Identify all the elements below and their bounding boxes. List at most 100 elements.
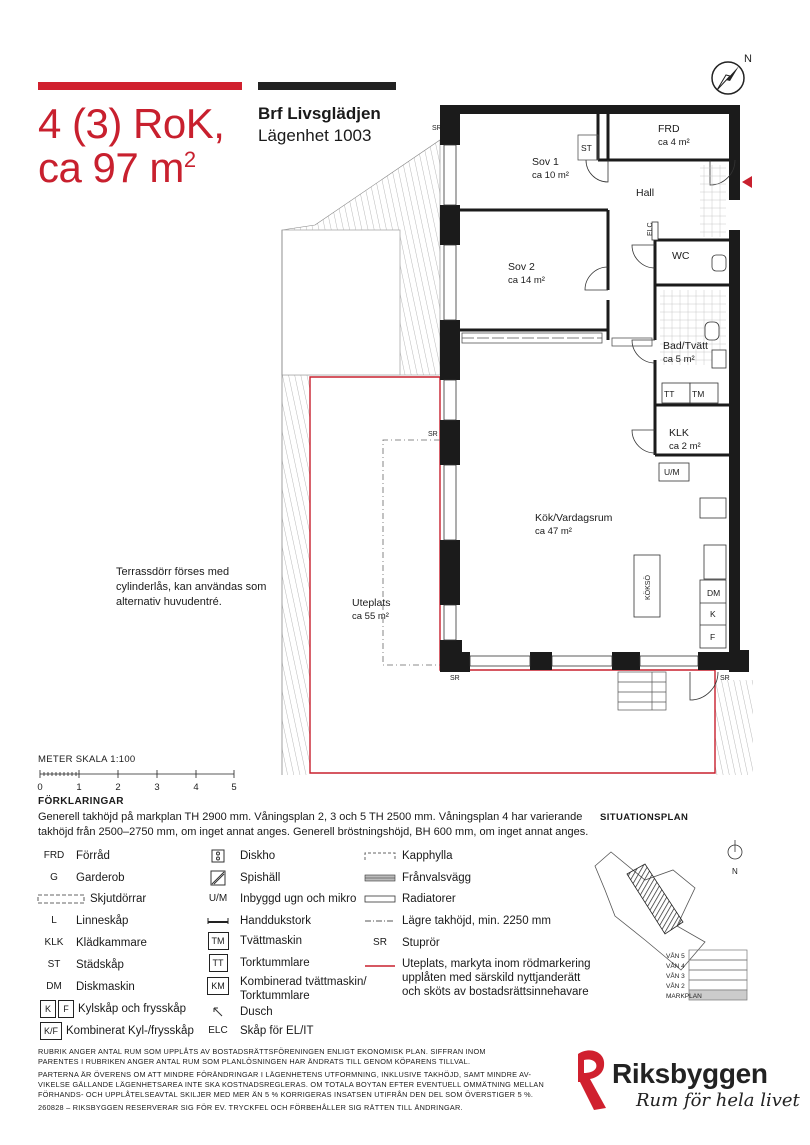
scale-tick-5: 5 xyxy=(231,782,236,793)
stove-icon xyxy=(200,870,236,886)
rooms-line: 4 (3) RoK, xyxy=(38,100,225,147)
fixtures xyxy=(633,221,727,649)
removable-wall-icon xyxy=(362,871,398,885)
compass-north-label: N xyxy=(744,53,752,65)
legend-klk: KLK Klädkammare xyxy=(44,937,147,949)
explanations-title: FÖRKLARINGAR xyxy=(38,796,124,807)
label-sr-4: SR xyxy=(720,675,730,682)
room-frd-area: ca 4 m² xyxy=(658,137,690,148)
label-tm: TM xyxy=(692,389,704,399)
legend-dm: DM Diskmaskin xyxy=(46,981,135,993)
situation-plan: N VÅN 5 VÅN 4 VÅN 3 VÅN 2 MARKPLAN xyxy=(594,840,748,1001)
bath-toilet-icon xyxy=(704,321,720,341)
room-sov1-area: ca 10 m² xyxy=(532,170,569,181)
scale-tick-2: 2 xyxy=(115,782,120,793)
level-3: VÅN 3 xyxy=(666,971,685,980)
room-klk-name: KLK xyxy=(669,427,689,439)
label-f: F xyxy=(710,632,715,642)
label-sr-2: SR xyxy=(428,431,438,438)
situation-plan-title: SITUATIONSPLAN xyxy=(600,812,689,823)
apartment-type-title: 4 (3) RoK, ca 97 m2 xyxy=(38,100,225,191)
level-5: VÅN 5 xyxy=(666,951,685,960)
level-markplan: MARKPLAN xyxy=(666,993,702,1000)
entrance-arrow-icon xyxy=(742,176,752,188)
legend-um: U/M Inbyggd ugn och mikro xyxy=(208,893,357,905)
association-name: Brf Livsglädjen xyxy=(258,104,381,123)
label-k: K xyxy=(710,609,716,619)
stove-icon xyxy=(703,544,727,580)
floor-plan: FRD ca 4 m² Sov 1 ca 10 m² Hall Sov 2 ca… xyxy=(281,105,753,775)
brand-name: Riksbyggen xyxy=(612,1058,768,1089)
kitchen-island xyxy=(633,554,661,618)
terrace-door-note: Terrassdörr förses med cylinderlås, kan … xyxy=(116,566,267,608)
uteplats-area: ca 55 m² xyxy=(352,611,389,622)
shower-icon xyxy=(200,1005,236,1019)
room-sov2-name: Sov 2 xyxy=(508,261,535,273)
scale-title: METER SKALA 1:100 xyxy=(38,754,136,765)
legend-diskho: Diskho xyxy=(200,849,275,863)
fineprint-1: RUBRIK ANGER ANTAL RUM SOM UPPLÅTS AV BO… xyxy=(38,1047,486,1066)
fridge-freezer-column xyxy=(699,579,727,649)
scale-tick-1: 1 xyxy=(76,782,81,793)
label-elc: ELC xyxy=(647,222,654,236)
area-line: ca 97 m2 xyxy=(38,144,196,191)
legend-km: KM Kombinerad tvättmaskin/Torktummlare xyxy=(200,975,367,1003)
legend-g: G Garderob xyxy=(50,872,125,884)
fineprint-3: 260828 – RIKSBYGGEN RESERVERAR SIG FÖR E… xyxy=(38,1103,463,1112)
room-hall-name: Hall xyxy=(636,187,654,199)
riksbyggen-logo-icon xyxy=(578,1050,606,1110)
coat-rack-icon xyxy=(362,849,398,863)
legend-franvalsvagg: Frånvalsvägg xyxy=(362,871,471,885)
entrance-steps xyxy=(617,671,667,711)
room-bad-name: Bad/Tvätt xyxy=(663,340,708,352)
hall-tiles xyxy=(700,165,726,237)
room-sov1-name: Sov 1 xyxy=(532,156,559,168)
door-swings xyxy=(584,159,736,701)
room-bad-area: ca 5 m² xyxy=(663,354,695,365)
sliding-door-symbol-icon xyxy=(36,892,86,906)
towel-rail-icon xyxy=(200,914,236,928)
situation-north-label: N xyxy=(732,867,738,876)
compass-icon: N xyxy=(711,53,752,95)
room-klk-area: ca 2 m² xyxy=(669,441,701,452)
scale-bar: 0 1 2 3 4 5 xyxy=(37,770,237,793)
lower-ceiling-line xyxy=(382,439,440,666)
legend-tt: TT Torktummlare xyxy=(200,954,310,972)
scale-tick-3: 3 xyxy=(154,782,159,793)
header-bar-black xyxy=(258,82,396,90)
level-2: VÅN 2 xyxy=(666,981,685,990)
legend-elc: ELC Skåp för EL/IT xyxy=(208,1025,314,1037)
wc-toilet-icon xyxy=(711,254,727,272)
legend-frd: FRD Förråd xyxy=(43,850,110,862)
room-kok-name: Kök/Vardagsrum xyxy=(535,512,613,524)
label-um: U/M xyxy=(664,467,680,477)
legend-sliding-doors: Skjutdörrar xyxy=(36,892,146,906)
elc-cabinet xyxy=(651,221,659,241)
apartment-number: Lägenhet 1003 xyxy=(258,126,372,145)
legend-tm: TM Tvättmaskin xyxy=(200,932,302,950)
radiator-icon xyxy=(362,892,398,906)
label-st: ST xyxy=(581,143,592,153)
sink-icon xyxy=(200,849,236,863)
room-kok-area: ca 47 m² xyxy=(535,526,572,537)
sliding-doors xyxy=(461,134,653,347)
exterior-walls xyxy=(440,105,749,672)
header-bar-red xyxy=(38,82,242,90)
legend-kf: K/F Kombinerat Kyl-/frysskåp xyxy=(40,1022,194,1040)
windows xyxy=(443,144,699,667)
room-frd-name: FRD xyxy=(658,123,680,135)
brand-tagline: Rum för hela livet xyxy=(636,1090,800,1111)
explanations-text: Generell takhöjd på markplan TH 2900 mm.… xyxy=(38,811,589,838)
label-tt: TT xyxy=(664,389,674,399)
oven-unit xyxy=(658,462,690,482)
fineprint-2: PARTERNA ÄR ÖVERENS OM ATT MINDRE FÖRÄND… xyxy=(38,1070,545,1099)
scale-tick-0: 0 xyxy=(37,782,42,793)
legend-handdukstork: Handdukstork xyxy=(200,914,311,928)
label-sr-3: SR xyxy=(450,675,460,682)
bath-sink-icon xyxy=(711,349,727,369)
legend-spishall: Spishäll xyxy=(200,870,280,886)
label-koksö: KÖKSÖ xyxy=(644,575,652,600)
legend-l: L Linneskåp xyxy=(51,915,129,927)
uteplats-line-icon xyxy=(362,959,398,973)
